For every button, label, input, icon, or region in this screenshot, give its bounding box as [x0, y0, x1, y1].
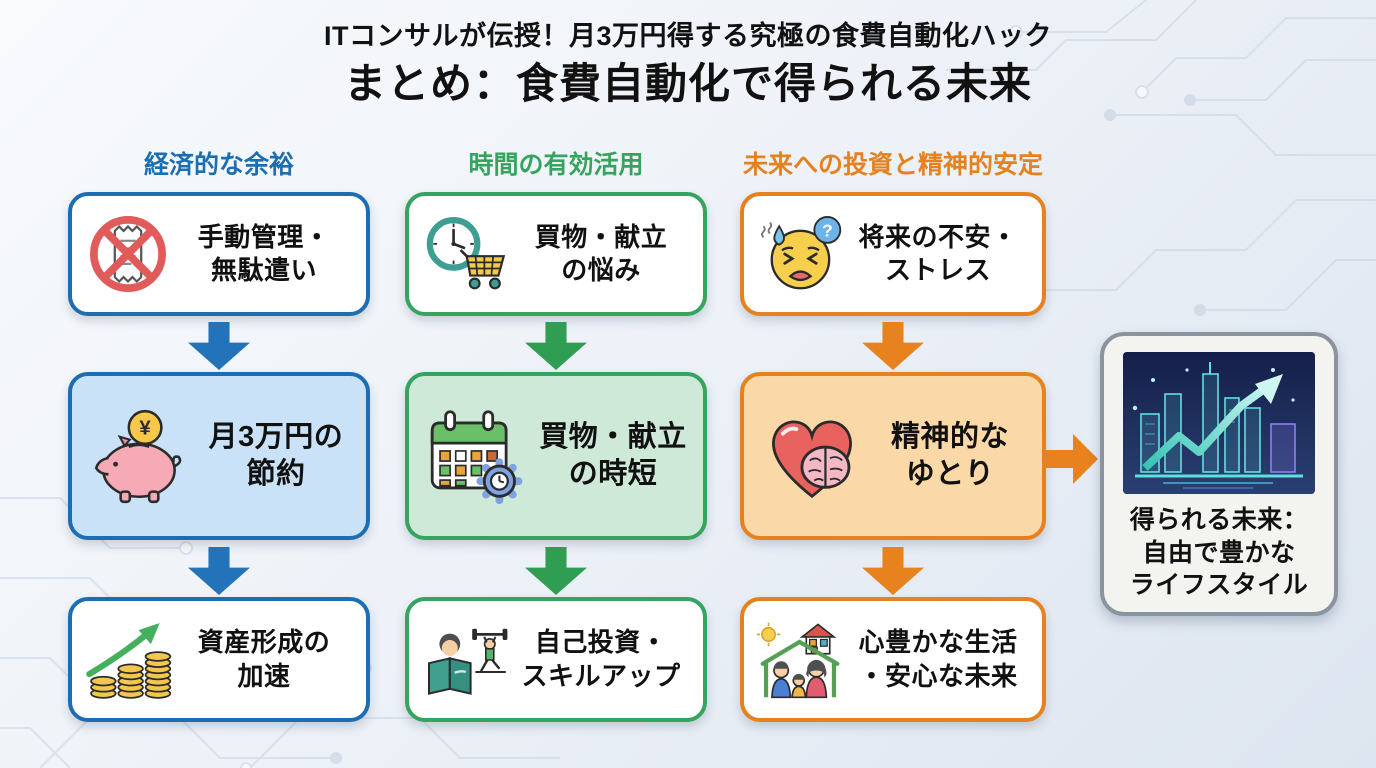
flow-box-mental-ease: 精神的な ゆとり	[740, 372, 1046, 540]
arrow-down-icon	[525, 322, 587, 370]
flow-box-shopping-menu-worry: 買物・献立 の悩み	[405, 192, 707, 316]
family-house-icon	[756, 616, 844, 704]
column-header-time: 時間の有効活用	[468, 151, 644, 179]
page-title: まとめ：食費自動化で得られる未来	[343, 60, 1032, 107]
no-receipt-icon	[84, 210, 172, 298]
arrow-down-icon	[188, 547, 250, 595]
flow-box-label: 買物・献立 の悩み	[534, 221, 668, 285]
page-subtitle: ITコンサルが伝授！月3万円得する究極の食費自動化ハック	[323, 21, 1052, 51]
flow-box-rich-life: 心豊かな生活 ・安心な未来	[740, 597, 1046, 722]
piggy-bank-yen-icon: ¥	[84, 400, 196, 512]
flow-box-label: 買物・献立 の時短	[539, 420, 687, 490]
svg-text:¥: ¥	[139, 418, 151, 440]
column-economic: 経済的な余裕 手動管理・ 無駄遣い ¥	[68, 145, 370, 730]
anxious-face-icon: ?	[756, 210, 844, 298]
column-future-mental: 未来への投資と精神的安定 ? 将来の不安・ ストレス	[740, 145, 1046, 730]
reading-workout-icon	[421, 616, 509, 704]
flow-box-label: 自己投資・ スキルアップ	[521, 627, 681, 691]
column-time: 時間の有効活用 買物・献立 の悩み	[405, 145, 707, 730]
flow-box-time-saving: 買物・献立 の時短	[405, 372, 707, 540]
flow-box-future-anxiety: ? 将来の不安・ ストレス	[740, 192, 1046, 316]
flow-box-label: 将来の不安・ ストレス	[858, 221, 1018, 285]
arrow-down-icon	[862, 547, 924, 595]
column-header-economic: 経済的な余裕	[143, 151, 294, 179]
city-growth-chart-image	[1123, 352, 1315, 494]
flow-box-label: 心豊かな生活 ・安心な未来	[858, 627, 1018, 691]
clock-shopping-cart-icon	[421, 210, 509, 298]
calendar-gear-icon	[421, 400, 533, 512]
svg-text:?: ?	[822, 220, 833, 240]
flow-box-label: 資産形成の 加速	[197, 627, 331, 691]
arrow-down-icon	[188, 322, 250, 370]
flow-box-label: 手動管理・ 無駄遣い	[197, 221, 331, 285]
coin-stacks-growth-icon	[84, 616, 172, 704]
column-header-future-mental: 未来への投資と精神的安定	[742, 151, 1043, 179]
flow-box-monthly-saving: ¥ 月3万円の 節約	[68, 372, 370, 540]
result-label: 得られる未来： 自由で豊かな ライフスタイル	[1129, 506, 1309, 599]
flow-box-label: 精神的な ゆとり	[890, 420, 1009, 490]
arrow-down-icon	[525, 547, 587, 595]
arrow-down-icon	[862, 322, 924, 370]
heart-brain-icon	[756, 400, 868, 512]
arrow-right-icon	[1046, 434, 1098, 484]
flow-box-self-investment: 自己投資・ スキルアップ	[405, 597, 707, 722]
flow-box-manual-waste: 手動管理・ 無駄遣い	[68, 192, 370, 316]
flow-box-asset-growth: 資産形成の 加速	[68, 597, 370, 722]
result-box: 得られる未来： 自由で豊かな ライフスタイル	[1100, 332, 1338, 616]
flow-box-label: 月3万円の 節約	[208, 420, 344, 490]
